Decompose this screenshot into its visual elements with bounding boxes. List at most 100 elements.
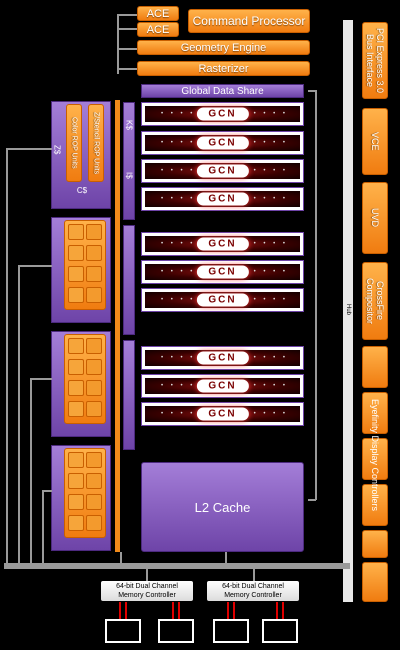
- gcn-unit: • • • • •• • • • •GCN: [141, 232, 304, 256]
- memory-controller-1-line2: Memory Controller: [118, 592, 176, 599]
- rop-cell: [68, 338, 84, 354]
- orange-bus: [115, 100, 120, 552]
- gcn-dots-left: • • • • •: [161, 140, 206, 146]
- gcn-dots-left: • • • • •: [161, 383, 206, 389]
- gcn-dots-left: • • • • •: [161, 297, 206, 303]
- l2-cache-label: L2 Cache: [194, 499, 251, 515]
- gcn-unit-core: • • • • •• • • • •GCN: [145, 106, 300, 122]
- display-controller-3: [362, 438, 388, 480]
- scalar-cache-column-3: [123, 340, 135, 450]
- gcn-unit: • • • • • • • • • •GCN: [141, 402, 304, 426]
- rop-cell: [86, 245, 102, 261]
- memory-chip: [213, 619, 249, 643]
- memory-arrow: [227, 602, 229, 619]
- rop-cell: [68, 224, 84, 240]
- memory-controller-2-line1: 64-bit Dual Channel: [222, 583, 284, 590]
- gcn-dots-left: • • • • •: [161, 411, 206, 417]
- top-connector-h4: [117, 68, 137, 70]
- geometry-engine-block: Geometry Engine: [137, 40, 310, 55]
- memory-arrow: [172, 602, 174, 619]
- memory-chip: [158, 619, 194, 643]
- left-connector-2-h: [18, 265, 52, 267]
- gcn-unit-core: • • • • • • • • • •GCN: [145, 191, 300, 207]
- gcn-dots-right: • • • • •: [243, 297, 288, 303]
- rop-cell: [68, 473, 84, 489]
- gcn-label: GCN: [196, 407, 249, 421]
- color-rop-units-block: Color ROP Units: [66, 104, 82, 182]
- left-connector-4-h: [42, 490, 52, 492]
- memory-arrow: [233, 602, 235, 619]
- rop-cell: [68, 401, 84, 417]
- gcn-unit-core: • • • • •• • • • •GCN: [145, 292, 300, 308]
- gcn-label: GCN: [196, 379, 249, 393]
- display-controller-1: [362, 346, 388, 388]
- display-controller-5: [362, 530, 388, 558]
- l2-cache-block: L2 Cache: [141, 462, 304, 552]
- memory-bus: [4, 563, 350, 569]
- memory-chip: [262, 619, 298, 643]
- gcn-dots-right: • • • • •: [243, 383, 288, 389]
- ace-block-2: ACE: [137, 22, 179, 37]
- memory-arrow: [276, 602, 278, 619]
- memory-controller-1-line1: 64-bit Dual Channel: [116, 583, 178, 590]
- uvd-block: UVD: [362, 182, 388, 254]
- rop-cell: [68, 266, 84, 282]
- gcn-unit-core: • • • • • • • • • •GCN: [145, 406, 300, 422]
- hub-bar: [343, 20, 353, 602]
- memory-controller-2: 64-bit Dual Channel Memory Controller: [207, 581, 299, 601]
- left-connector-1-h: [6, 148, 52, 150]
- gcn-unit-core: • • • • •• • • • •GCN: [145, 135, 300, 151]
- gcn-dots-right: • • • • •: [243, 269, 288, 275]
- gcn-unit: • • • • •• • • • •GCN: [141, 131, 304, 155]
- gcn-unit-core: • • • • •• • • • •GCN: [145, 236, 300, 252]
- gcn-unit: • • • • • • • • • •GCN: [141, 187, 304, 211]
- hub-connector-vert: [315, 90, 317, 500]
- left-connector-2: [18, 265, 20, 564]
- hub-connector-top: [308, 90, 316, 92]
- gcn-dots-right: • • • • •: [243, 241, 288, 247]
- rop-cell: [68, 380, 84, 396]
- gcn-unit: • • • • •• • • • •GCN: [141, 288, 304, 312]
- gcn-unit: • • • • •• • • • •GCN: [141, 102, 304, 126]
- eyefinity-label: Eyefinity Display Controllers: [370, 398, 380, 512]
- gcn-dots-left: • • • • •: [161, 241, 206, 247]
- gcn-unit: • • • • •• • • • •GCN: [141, 260, 304, 284]
- gcn-dots-right: • • • • •: [243, 411, 288, 417]
- rop-cell: [86, 401, 102, 417]
- gcn-dots-left: • • • • •: [161, 269, 206, 275]
- display-controller-2: [362, 392, 388, 434]
- rop-cell: [68, 515, 84, 531]
- gcn-dots-left: • • • • •: [161, 196, 206, 202]
- gcn-label: GCN: [196, 192, 249, 206]
- left-connector-3: [30, 378, 32, 564]
- k-cache-label: K$: [124, 120, 134, 130]
- top-connector-line: [117, 14, 119, 74]
- gcn-unit-core: • • • • •• • • • •GCN: [145, 163, 300, 179]
- left-connector-1: [6, 148, 8, 564]
- rop-cell: [68, 245, 84, 261]
- global-data-share: Global Data Share: [141, 84, 304, 98]
- memory-arrow: [119, 602, 121, 619]
- gcn-dots-right: • • • • •: [243, 196, 288, 202]
- rop-cell: [86, 494, 102, 510]
- memory-arrow: [282, 602, 284, 619]
- gcn-unit: • • • • •• • • • •GCN: [141, 159, 304, 183]
- gcn-dots-left: • • • • •: [161, 355, 206, 361]
- gcn-dots-left: • • • • •: [161, 168, 206, 174]
- z-cache-label: Z$: [52, 145, 62, 155]
- gcn-dots-left: • • • • •: [161, 111, 206, 117]
- gcn-unit: • • • • • • • • • •GCN: [141, 374, 304, 398]
- bus-drop-1: [120, 552, 122, 564]
- gcn-dots-right: • • • • •: [243, 140, 288, 146]
- zstencil-rop-units-block: Z/Stencil ROP Units: [88, 104, 104, 182]
- rasterizer-block: Rasterizer: [137, 61, 310, 76]
- mc-link-1: [146, 569, 148, 581]
- gcn-dots-right: • • • • •: [243, 355, 288, 361]
- c-cache-label: C$: [76, 186, 88, 195]
- gcn-unit-core: • • • • •• • • • •GCN: [145, 264, 300, 280]
- gcn-label: GCN: [196, 351, 249, 365]
- ace-block-1: ACE: [137, 6, 179, 21]
- memory-arrow: [125, 602, 127, 619]
- memory-chip: [105, 619, 141, 643]
- rop-cell: [68, 287, 84, 303]
